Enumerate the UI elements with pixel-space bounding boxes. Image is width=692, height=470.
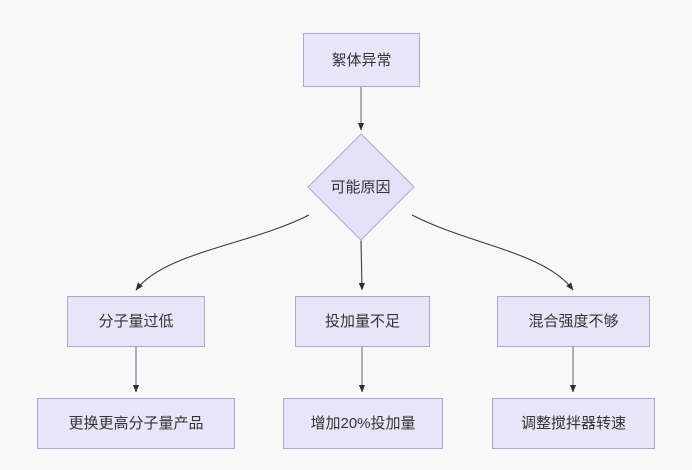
edge-decision-to-cause-1 bbox=[135, 214, 310, 291]
node-cause-low-molecular-weight[interactable]: 分子量过低 bbox=[67, 296, 205, 347]
node-label: 调整搅拌器转速 bbox=[520, 415, 626, 432]
node-action-adjust-mixer-speed[interactable]: 调整搅拌器转速 bbox=[492, 398, 655, 449]
edge-decision-to-cause-3 bbox=[411, 214, 574, 291]
node-abnormal-floc[interactable]: 絮体异常 bbox=[303, 33, 420, 87]
node-possible-causes-decision[interactable]: 可能原因 bbox=[306, 133, 415, 241]
node-label: 可能原因 bbox=[330, 178, 391, 196]
node-cause-insufficient-mixing[interactable]: 混合强度不够 bbox=[497, 296, 650, 347]
node-label: 更换更高分子量产品 bbox=[68, 415, 204, 432]
node-action-increase-dosage[interactable]: 增加20%投加量 bbox=[283, 398, 443, 449]
node-action-replace-product[interactable]: 更换更高分子量产品 bbox=[37, 398, 235, 449]
node-label: 分子量过低 bbox=[98, 313, 174, 330]
node-label: 投加量不足 bbox=[324, 313, 400, 330]
edge-decision-to-cause-2 bbox=[358, 239, 366, 291]
node-cause-insufficient-dosage[interactable]: 投加量不足 bbox=[295, 296, 430, 347]
node-label: 絮体异常 bbox=[331, 51, 392, 69]
node-label: 增加20%投加量 bbox=[310, 415, 416, 432]
node-label: 混合强度不够 bbox=[528, 313, 619, 330]
